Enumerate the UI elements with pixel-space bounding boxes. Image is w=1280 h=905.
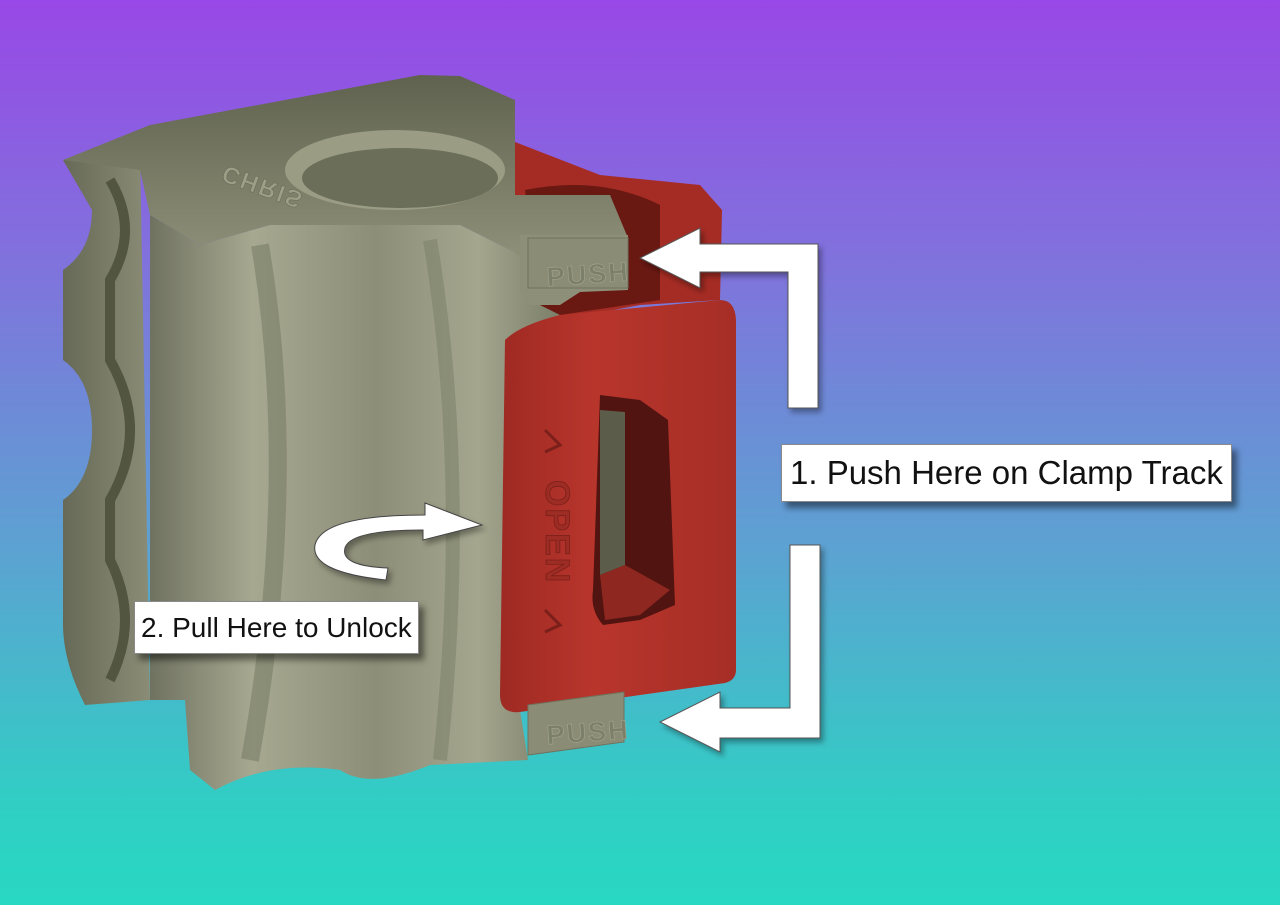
clamp-front-channel-right [423, 238, 460, 761]
clamp-body-side [62, 150, 150, 705]
callout-push-clamp-track: 1. Push Here on Clamp Track [781, 444, 1232, 502]
open-label: OPEN [538, 480, 576, 584]
push-label-top: PUSH [546, 257, 631, 293]
open-arrow-top-icon [543, 428, 563, 454]
callout-pull-to-unlock: 2. Pull Here to Unlock [134, 601, 419, 654]
push-label-bottom: PUSH [546, 715, 631, 751]
push-tab-bottom [527, 691, 625, 756]
push-arrow-top-icon [638, 227, 819, 409]
latch-window-inner [600, 410, 625, 575]
latch-window-floor [600, 565, 670, 620]
clamp-side-groove [105, 177, 135, 683]
curved-pull-arrow-icon [314, 502, 484, 581]
push-tab-top-face [527, 237, 629, 289]
open-arrow-bottom-icon [543, 608, 563, 634]
clamp-body-front [150, 215, 560, 790]
push-arrow-bottom-icon [658, 544, 821, 753]
clamp-bore-inner [302, 148, 498, 208]
clamp-front-channel [241, 243, 287, 762]
